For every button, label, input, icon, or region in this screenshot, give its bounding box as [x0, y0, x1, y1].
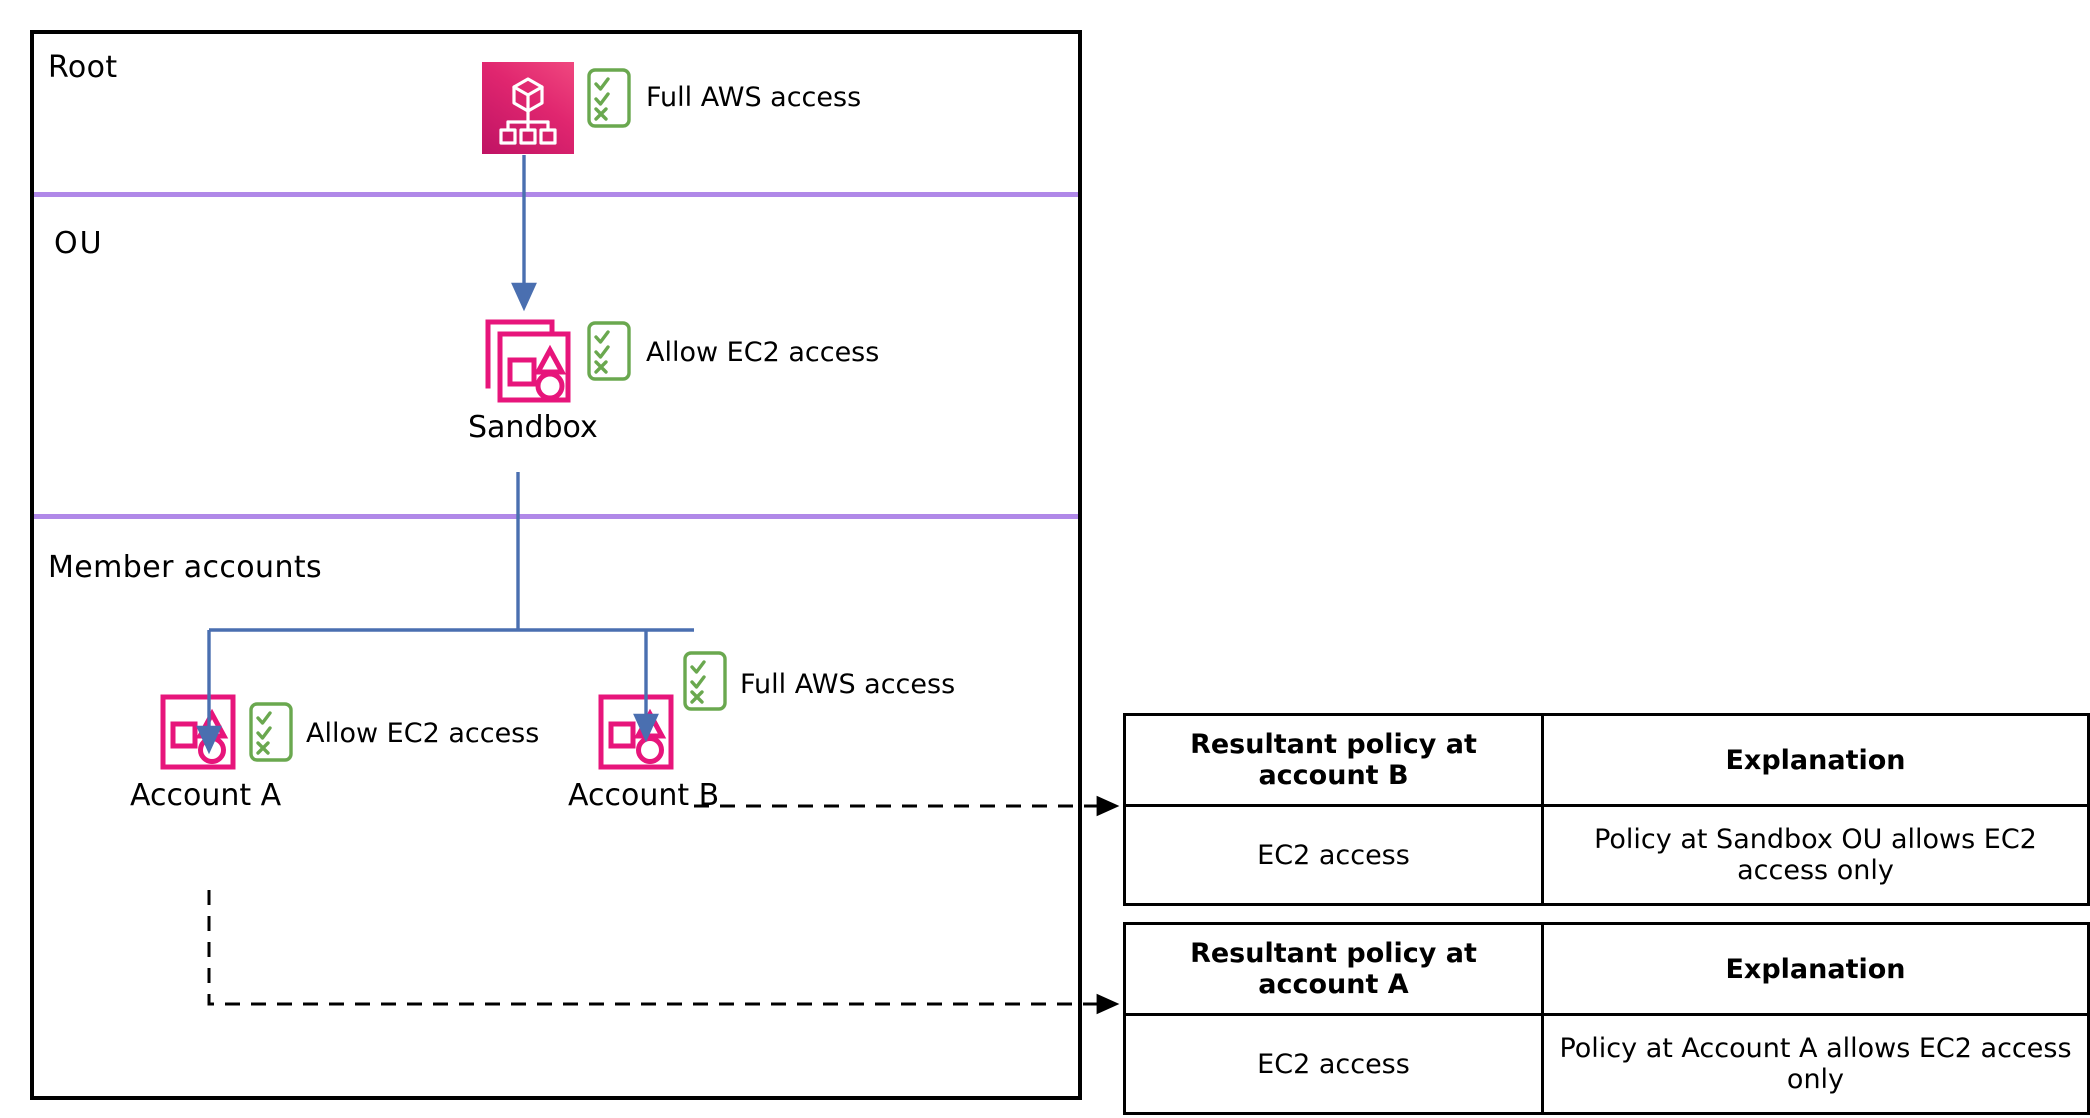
policy-checklist-icon	[587, 321, 631, 381]
zone-label-root: Root	[48, 50, 118, 85]
policy-icon-account-a-wrapper	[248, 701, 294, 763]
table-a-cell-policy: EC2 access	[1123, 1013, 1544, 1115]
zone-label-ou: OU	[54, 226, 104, 261]
policy-checklist-icon	[249, 702, 293, 762]
node-caption-account-a: Account A	[130, 778, 282, 813]
policy-icon-root-wrapper	[586, 67, 632, 129]
table-b-cell-explanation: Policy at Sandbox OU allows EC2 access o…	[1540, 804, 2090, 906]
table-a-cell-explanation: Policy at Account A allows EC2 access on…	[1540, 1013, 2090, 1115]
policy-text-root: Full AWS access	[646, 82, 862, 113]
node-account-a[interactable]: Allow EC2 access Account A	[130, 692, 540, 813]
table-b-cell-policy: EC2 access	[1123, 804, 1544, 906]
aws-organizations-root-icon	[482, 62, 574, 154]
policy-text-sandbox: Allow EC2 access	[646, 337, 880, 368]
table-header-row: Resultant policy at account A Explanatio…	[1123, 922, 2090, 1016]
policy-checklist-icon	[587, 68, 631, 128]
zone-label-member-accounts: Member accounts	[48, 550, 323, 585]
table-b-header-explanation: Explanation	[1540, 713, 2090, 807]
policy-checklist-icon	[683, 651, 727, 711]
policy-text-account-a: Allow EC2 access	[306, 718, 540, 749]
policy-icon-sandbox-wrapper	[586, 320, 632, 382]
node-caption-sandbox: Sandbox	[468, 410, 598, 445]
node-account-b[interactable]: Full AWS access Account B	[568, 651, 955, 813]
policy-text-account-b: Full AWS access	[740, 669, 956, 700]
table-header-row: Resultant policy at account B Explanatio…	[1123, 713, 2090, 807]
policy-icon-account-b-wrapper	[682, 650, 728, 712]
table-resultant-policy-account-a: Resultant policy at account A Explanatio…	[1123, 922, 2090, 1115]
table-resultant-policy-account-b: Resultant policy at account B Explanatio…	[1123, 713, 2090, 906]
table-a-header-explanation: Explanation	[1540, 922, 2090, 1016]
aws-account-icon	[596, 692, 676, 776]
node-caption-account-b: Account B	[568, 778, 720, 813]
table-b-header-policy: Resultant policy at account B	[1123, 713, 1544, 807]
table-row: EC2 access Policy at Account A allows EC…	[1123, 1013, 2090, 1115]
aws-account-icon	[158, 692, 238, 776]
zone-divider-ou-members	[34, 514, 1078, 519]
zone-divider-root-ou	[34, 192, 1078, 197]
node-root[interactable]: Full AWS access	[482, 62, 861, 154]
organizational-unit-icon	[482, 314, 574, 410]
node-sandbox-ou[interactable]: Allow EC2 access Sandbox	[468, 314, 880, 445]
table-row: EC2 access Policy at Sandbox OU allows E…	[1123, 804, 2090, 906]
organization-container: Root OU Member accounts	[30, 30, 1082, 1100]
table-a-header-policy: Resultant policy at account A	[1123, 922, 1544, 1016]
